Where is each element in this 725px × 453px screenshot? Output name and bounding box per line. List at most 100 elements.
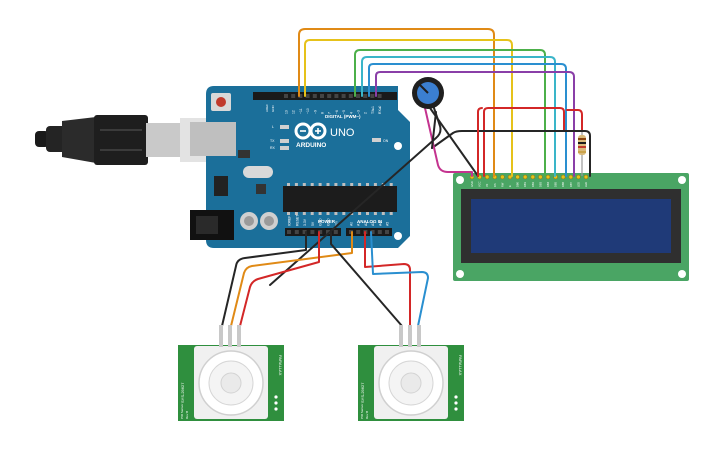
lcd-pin-label: DB3 [538, 181, 542, 187]
pin-label: A0 [350, 222, 354, 226]
header-pin[interactable] [377, 230, 382, 234]
header-pin[interactable] [291, 94, 296, 98]
lcd-screen [471, 199, 671, 253]
wire-pot-magenta [424, 107, 473, 177]
lcd-pin-label: DB5 [554, 181, 558, 187]
pir-brand-label: PARALLAX [458, 355, 463, 376]
header-pin[interactable] [370, 94, 375, 98]
analog-header-label: ANALOG IN [357, 219, 382, 224]
header-pin[interactable] [334, 94, 339, 98]
header-pin[interactable] [341, 94, 346, 98]
header-pin[interactable] [333, 230, 338, 234]
lcd-pin[interactable] [560, 174, 566, 180]
header-pin[interactable] [310, 230, 315, 234]
header-pin[interactable] [305, 94, 310, 98]
header-pin[interactable] [377, 94, 382, 98]
header-pin[interactable] [356, 230, 361, 234]
resistor [578, 130, 586, 176]
header-pin[interactable] [327, 94, 332, 98]
header-pin[interactable] [318, 230, 323, 234]
pin-label: A5 [386, 222, 390, 226]
pin-label: TX▸1 [371, 106, 375, 114]
pir-model-label: SYS-29627 [360, 382, 365, 403]
lcd-pin[interactable] [515, 174, 520, 180]
pin-label: 3.3V [303, 218, 307, 226]
pin-label: A1 [357, 222, 361, 226]
lcd-pin[interactable] [583, 174, 589, 180]
header-pin[interactable] [385, 230, 389, 234]
header-pin[interactable] [298, 94, 303, 98]
lcd-pin-label: V0 [485, 183, 489, 187]
lcd-pin-label: DB6 [561, 181, 565, 187]
wire-d12-lcd [298, 28, 495, 177]
pir-model-label: SYS-29627 [180, 382, 185, 403]
wire-pir2-blue [370, 231, 429, 327]
lcd-pin-label: LED [576, 182, 580, 187]
pin-label: 13 [285, 110, 289, 114]
header-pin[interactable] [287, 230, 291, 234]
pir-brand-label: PARALLAX [278, 355, 283, 376]
pin-label: ~6 [335, 110, 339, 114]
wire-d4-lcd [361, 56, 556, 177]
pin-label: 4 [349, 112, 353, 114]
pin-label: 5V [311, 221, 315, 226]
header-pin[interactable] [356, 94, 360, 98]
pin-label: ~10 [306, 108, 310, 114]
wire-lcd-led-red [566, 109, 583, 131]
pir-sensor-2: SYS-29627 PARALLAX PIR Sensor Rev B [358, 325, 464, 421]
gnd-label: GND [271, 105, 275, 113]
lcd-pin[interactable] [568, 174, 574, 180]
pir-sensor-1: SYS-29627 PARALLAX PIR Sensor Rev B [178, 325, 284, 421]
lcd-pin[interactable] [484, 174, 490, 180]
lcd-pin-label: DB7 [569, 181, 573, 187]
wire-pir1-red [239, 231, 320, 327]
pin-label: RESET [295, 215, 299, 226]
regulator [214, 176, 228, 196]
lcd-pin[interactable] [500, 174, 505, 180]
header-pin[interactable] [294, 230, 299, 234]
lcd-pin[interactable] [576, 174, 581, 180]
potentiometer[interactable] [412, 77, 444, 109]
wire-d11-lcd [304, 39, 513, 177]
pir-rev-label: Rev B [185, 411, 189, 419]
lcd-pin[interactable] [522, 174, 528, 180]
lcd-pin[interactable] [530, 174, 536, 180]
header-pin[interactable] [320, 94, 324, 98]
pin-label: 7 [328, 112, 332, 114]
led-rx-label: RX [270, 146, 276, 150]
lcd-pin[interactable] [538, 174, 543, 180]
header-pin[interactable] [284, 94, 288, 98]
header-pin[interactable] [363, 94, 368, 98]
pin-label: GND [319, 218, 323, 226]
lcd-pin-label: RW [500, 182, 504, 187]
pir-footer-label: PIR Sensor [180, 404, 184, 419]
lcd-pin-label: DB4 [546, 181, 550, 187]
header-pin[interactable] [312, 94, 317, 98]
pin-label: ~5 [342, 110, 346, 114]
aref-label: AREF [265, 104, 269, 112]
header-pin[interactable] [348, 94, 353, 98]
header-pin[interactable] [302, 230, 307, 234]
lcd-pin[interactable] [545, 174, 551, 180]
lcd-pin-label: DB0 [516, 181, 520, 187]
usb-port [190, 122, 236, 156]
pin-label: 2 [364, 112, 368, 114]
header-pin[interactable] [326, 230, 330, 234]
lcd-pin-label: LED [584, 182, 588, 187]
pin-label: ~11 [299, 108, 303, 114]
pin-label: 12 [292, 110, 296, 114]
power-header-label: POWER [318, 219, 336, 224]
wire-d2-lcd [375, 71, 575, 177]
pin-label: Vin [334, 221, 338, 226]
header-pin[interactable] [370, 230, 375, 234]
led-tx-label: TX [270, 139, 275, 143]
wire-lcd-vcc-red [483, 107, 565, 177]
pin-label: A4 [378, 222, 382, 226]
lcd-pin-label: DB2 [531, 181, 535, 187]
pir-rev-label: Rev B [365, 411, 369, 419]
wire-gnd-top [431, 111, 437, 149]
wire-d3-lcd [368, 63, 567, 177]
